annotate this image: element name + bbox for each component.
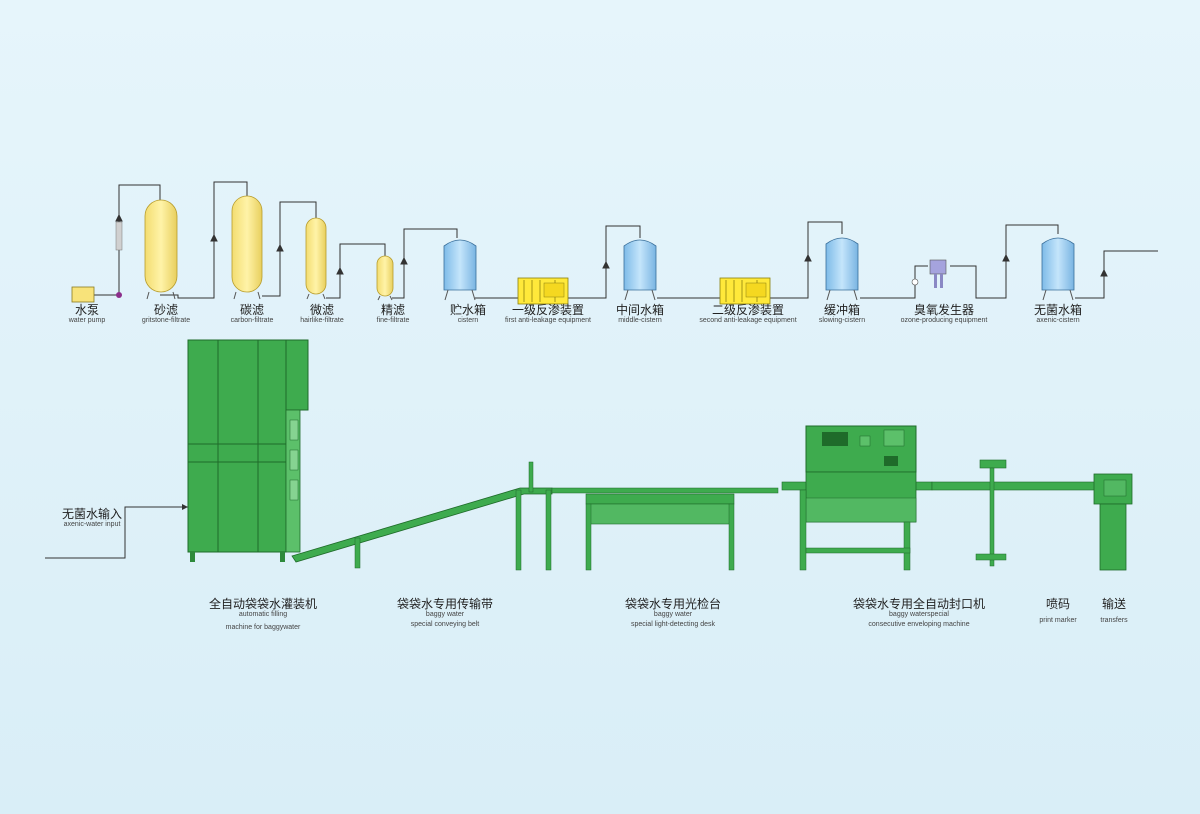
label-middle-cistern: 中间水箱 middle-cistern xyxy=(602,303,678,325)
label-carbon: 碳滤 carbon-filtrate xyxy=(212,303,292,325)
label-zh: 臭氧发生器 xyxy=(913,303,974,317)
label-ozone: 臭氧发生器 ozone-producing equipment xyxy=(880,303,1008,325)
transfer-unit xyxy=(1093,473,1133,571)
label-fine: 精滤 fine-filtrate xyxy=(358,303,428,325)
fine-filter-tank xyxy=(376,255,394,301)
label-zh: 袋袋水专用传输带 xyxy=(396,597,493,611)
label-cistern: 贮水箱 cistern xyxy=(430,303,506,325)
label-en: automatic filling xyxy=(238,611,288,619)
label-zh: 水泵 xyxy=(74,303,99,317)
label-en: second anti-leakage equipment xyxy=(699,317,797,325)
label-en: fine-filtrate xyxy=(376,317,410,325)
label-first-ro: 一级反渗装置 first anti-leakage equipment xyxy=(488,303,608,325)
label-light-desk: 袋袋水专用光检台 baggy water special light-detec… xyxy=(598,597,748,629)
label-hairlike: 微滤 hairlike-filtrate xyxy=(284,303,360,325)
label-print-marker: 喷码 print marker xyxy=(1028,597,1088,625)
hairlike-filter-tank xyxy=(305,217,327,300)
label-en: axenic-cistern xyxy=(1036,317,1080,325)
label-en: carbon-filtrate xyxy=(230,317,274,325)
label-zh: 二级反渗装置 xyxy=(711,303,784,317)
label-zh: 中间水箱 xyxy=(615,303,664,317)
label-filling-machine: 全自动袋袋水灌装机 automatic filling machine for … xyxy=(178,597,348,632)
ozone-generator xyxy=(911,259,947,288)
label-en: hairlike-filtrate xyxy=(300,317,344,325)
label-second-ro: 二级反渗装置 second anti-leakage equipment xyxy=(686,303,810,325)
label-zh: 袋袋水专用光检台 xyxy=(624,597,721,611)
label-zh: 碳滤 xyxy=(239,303,264,317)
label-zh: 袋袋水专用全自动封口机 xyxy=(852,597,985,611)
label-zh: 全自动袋袋水灌装机 xyxy=(208,597,317,611)
pipe-network xyxy=(94,181,1158,299)
label-zh: 缓冲箱 xyxy=(823,303,860,317)
label-en: transfers xyxy=(1100,617,1128,625)
label-transfers: 输送 transfers xyxy=(1088,597,1140,625)
label-zh: 微滤 xyxy=(309,303,334,317)
label-zh: 喷码 xyxy=(1045,597,1070,611)
cistern-tank xyxy=(443,239,477,301)
axenic-cistern-tank xyxy=(1041,237,1075,301)
label-en: special light-detecting desk xyxy=(630,620,716,628)
label-en: middle-cistern xyxy=(618,317,662,325)
label-zh: 精滤 xyxy=(380,303,405,317)
second-ro-unit xyxy=(719,277,771,305)
label-en: baggy water xyxy=(653,611,693,619)
label-en: print marker xyxy=(1039,617,1077,625)
label-en: gritstone-filtrate xyxy=(141,317,191,325)
label-en: baggy water xyxy=(425,611,465,619)
label-slowing-cistern: 缓冲箱 slowing-cistern xyxy=(804,303,880,325)
label-zh: 贮水箱 xyxy=(449,303,486,317)
label-en: baggy waterspecial xyxy=(889,611,949,619)
first-ro-unit xyxy=(517,277,569,305)
label-zh: 砂滤 xyxy=(153,303,178,317)
label-enveloping-machine: 袋袋水专用全自动封口机 baggy waterspecial consecuti… xyxy=(826,597,1012,629)
conveying-belt xyxy=(291,461,779,571)
enveloping-machine xyxy=(781,425,933,571)
label-en: consecutive enveloping machine xyxy=(868,620,970,628)
label-en: cistern xyxy=(457,317,479,325)
slowing-cistern-tank xyxy=(825,237,859,301)
print-marker xyxy=(931,459,1101,567)
label-en: water pump xyxy=(68,317,106,325)
label-water-pump: 水泵 water pump xyxy=(52,303,122,325)
label-en: slowing-cistern xyxy=(818,317,866,325)
water-pump xyxy=(71,221,123,303)
label-zh: 一级反渗装置 xyxy=(511,303,584,317)
label-en: machine for baggywater xyxy=(225,623,301,631)
label-en: ozone-producing equipment xyxy=(900,317,988,325)
label-zh: 无菌水箱 xyxy=(1033,303,1082,317)
label-zh: 输送 xyxy=(1101,597,1126,611)
label-conveying-belt: 袋袋水专用传输带 baggy water special conveying b… xyxy=(370,597,520,629)
axenic-input-pipe xyxy=(45,504,188,559)
label-axenic-cistern: 无菌水箱 axenic-cistern xyxy=(1018,303,1098,325)
light-detecting-desk xyxy=(585,493,735,571)
label-axenic-input: 无菌水输入 axenic-water input xyxy=(40,507,144,529)
gritstone-filter-tank xyxy=(144,199,178,300)
filling-machine xyxy=(187,339,309,562)
carbon-filter-tank xyxy=(231,195,263,300)
middle-cistern-tank xyxy=(623,239,657,301)
label-en: special conveying belt xyxy=(410,620,480,628)
label-en: first anti-leakage equipment xyxy=(505,317,591,325)
label-en: axenic-water input xyxy=(63,521,121,529)
label-zh: 无菌水输入 xyxy=(61,507,122,521)
label-gritstone: 砂滤 gritstone-filtrate xyxy=(126,303,206,325)
